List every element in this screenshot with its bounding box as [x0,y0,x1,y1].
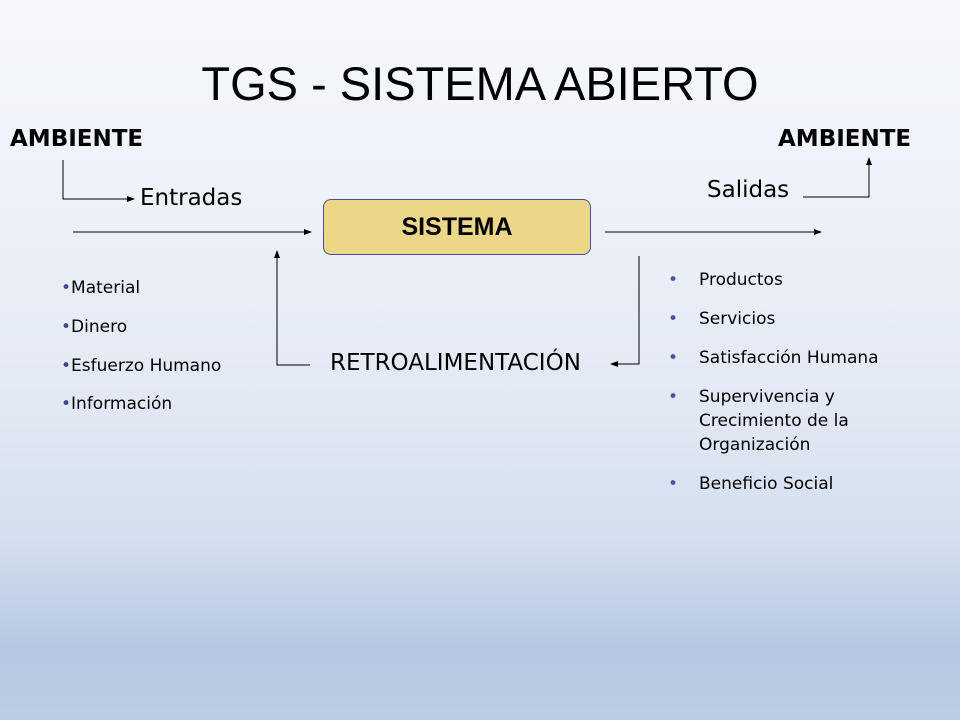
input-item: •Material [61,278,140,298]
bullet-icon: • [668,270,679,290]
ambient-left-label: AMBIENTE [10,126,144,152]
input-item-text: Material [71,278,141,298]
bullet-icon: • [61,394,72,414]
output-item: • Satisfacción Humana [668,346,879,370]
system-box: SISTEMA [323,199,591,255]
bullet-icon: • [61,356,72,376]
bullet-icon: • [668,348,679,368]
outputs-label: Salidas [707,177,790,203]
inputs-label: Entradas [140,185,243,211]
system-label: SISTEMA [401,212,513,241]
output-item-text: Beneficio Social [699,474,834,494]
bullet-icon: • [668,309,679,329]
input-item-text: Información [71,394,173,414]
input-item-text: Esfuerzo Humano [71,356,222,376]
bullet-icon: • [61,317,72,337]
ambient-to-inputs-arrow [62,160,135,202]
bullet-icon: • [668,387,679,407]
output-item-text: Servicios [699,309,776,329]
ambient-right-label: AMBIENTE [778,126,912,152]
feedback-label: RETROALIMENTACIÓN [330,350,581,376]
input-item-text: Dinero [71,317,128,337]
bullet-icon: • [668,474,679,494]
feedback-to-input-arrow [274,250,310,366]
output-item-text: Productos [699,270,783,290]
output-item-text: Supervivencia y Crecimiento de la Organi… [699,387,849,455]
output-item: • Productos [668,268,879,292]
output-item: • Supervivencia y Crecimiento de la Organ… [668,385,869,457]
input-item: •Esfuerzo Humano [61,356,221,376]
output-item: • Beneficio Social [668,472,879,496]
output-item: • Servicios [668,307,879,331]
outputs-list: • Productos • Servicios • Satisfacción Huma… [668,268,879,511]
bullet-icon: • [61,278,72,298]
output-item-text: Satisfacción Humana [699,348,879,368]
input-item: •Información [61,394,172,414]
slide-title: TGS - SISTEMA ABIERTO [201,57,759,110]
outputs-to-ambient-arrow [803,157,872,198]
output-to-feedback-arrow [610,256,640,367]
input-item: •Dinero [61,317,127,337]
